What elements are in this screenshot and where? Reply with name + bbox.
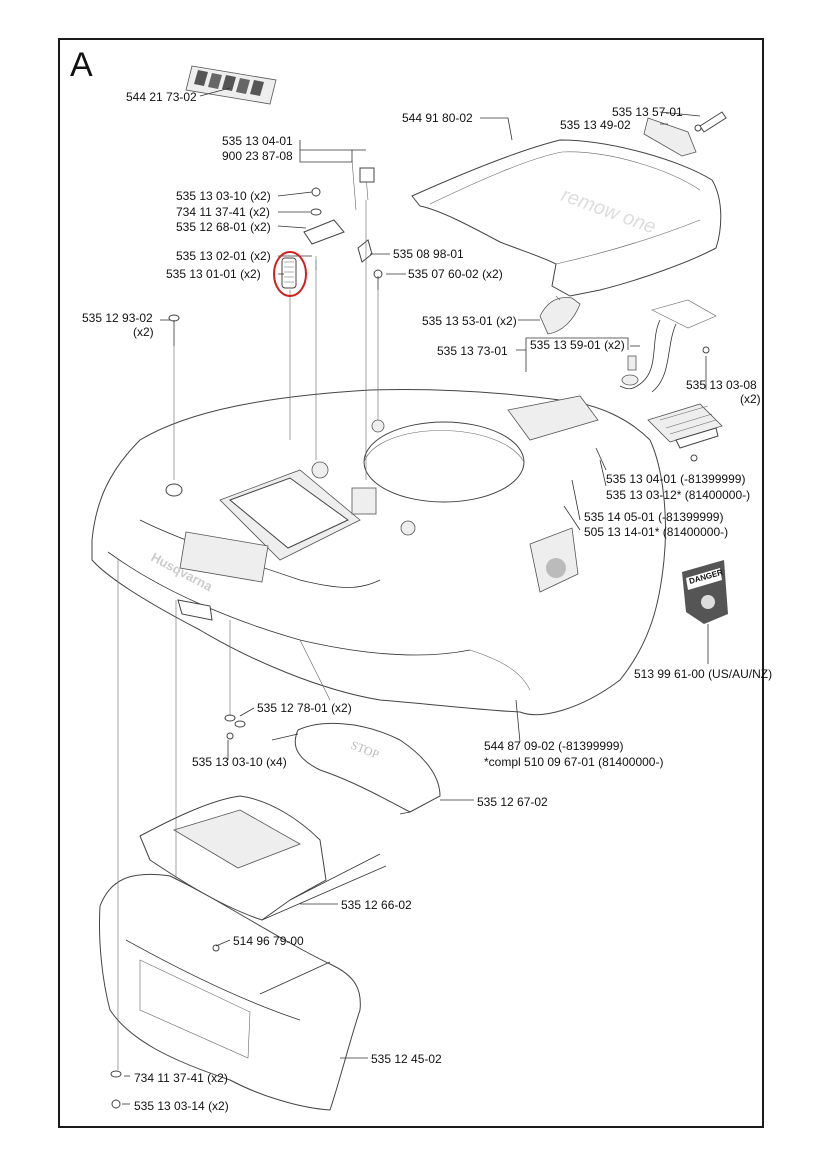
label-stop-cover: 535 12 67-02 bbox=[477, 795, 548, 809]
label-front-cover: 535 12 45-02 bbox=[371, 1052, 442, 1066]
label-cover-a-new: 505 13 14-01* (81400000-) bbox=[584, 525, 729, 539]
label-bolt: 535 12 93-02 bbox=[82, 311, 153, 325]
label-decal: 544 21 73-02 bbox=[126, 90, 197, 104]
stop-cover-part: STOP bbox=[271, 723, 441, 815]
main-body-part: Husqvarna bbox=[91, 389, 666, 716]
label-latch-spring: 535 13 57-01 bbox=[612, 105, 683, 119]
latch-part bbox=[643, 111, 727, 157]
lid-part: remow one bbox=[411, 139, 722, 297]
label-contact-plate-new: 535 13 03-12* (81400000-) bbox=[606, 488, 751, 502]
label-cable-tie: 535 13 04-01 bbox=[222, 134, 293, 148]
label-hinge: 535 13 53-01 (x2) bbox=[422, 314, 517, 328]
decal-sticker-part bbox=[185, 65, 277, 105]
label-danger-decal: 513 99 61-00 (US/AU/NZ) bbox=[634, 667, 773, 681]
label-body: 544 87 09-02 (-81399999) bbox=[484, 739, 624, 753]
label-hinge-bracket: 535 13 59-01 (x2) bbox=[530, 338, 625, 352]
label-screw-c-qty: (x2) bbox=[740, 392, 761, 406]
label-cable-clip: 900 23 87-08 bbox=[222, 149, 293, 163]
label-body-compl: *compl 510 09 67-01 (81400000-) bbox=[484, 755, 664, 769]
label-cover-a: 535 14 05-01 (-81399999) bbox=[584, 510, 724, 524]
contact-plate-part bbox=[647, 403, 723, 449]
label-screw-a: 535 13 03-10 (x2) bbox=[176, 189, 271, 203]
label-contact-plate: 535 13 04-01 (-81399999) bbox=[606, 472, 746, 486]
hinge-part bbox=[539, 297, 717, 393]
display-frame-part bbox=[139, 795, 387, 921]
label-bolt-qty: (x2) bbox=[133, 325, 154, 339]
label-lid: 544 91 80-02 bbox=[402, 111, 473, 125]
highlight-circle bbox=[273, 251, 307, 297]
diagram-frame bbox=[58, 38, 764, 1128]
label-washer-a: 734 11 37-41 (x2) bbox=[176, 205, 270, 219]
section-letter: A bbox=[70, 46, 93, 84]
label-clip: 535 08 98-01 bbox=[393, 247, 464, 261]
label-screw-e: 535 13 03-14 (x2) bbox=[134, 1099, 229, 1113]
label-hinge-assembly: 535 13 73-01 bbox=[437, 344, 508, 358]
label-latch: 535 13 49-02 bbox=[560, 118, 631, 132]
screws-and-fasteners bbox=[110, 159, 710, 1109]
label-spring: 535 13 01-01 (x2) bbox=[166, 267, 261, 281]
danger-decal-on-body bbox=[529, 527, 579, 593]
label-display-frame: 535 12 66-02 bbox=[341, 898, 412, 912]
label-insert: 514 96 79-00 bbox=[233, 934, 304, 948]
label-screw-c: 535 13 03-08 bbox=[686, 378, 757, 392]
front-cover-part bbox=[98, 873, 361, 1111]
leader-lines bbox=[117, 87, 709, 1105]
label-screw-b: 535 07 60-02 (x2) bbox=[408, 267, 503, 281]
danger-decal-part: DANGER bbox=[682, 560, 728, 624]
label-washer-b: 734 11 37-41 (x2) bbox=[134, 1071, 228, 1085]
label-bracket: 535 12 68-01 (x2) bbox=[176, 220, 271, 234]
label-stop-hinge: 535 12 78-01 (x2) bbox=[257, 701, 352, 715]
label-pin: 535 13 02-01 (x2) bbox=[176, 249, 271, 263]
label-screw-d: 535 13 03-10 (x4) bbox=[192, 755, 287, 769]
